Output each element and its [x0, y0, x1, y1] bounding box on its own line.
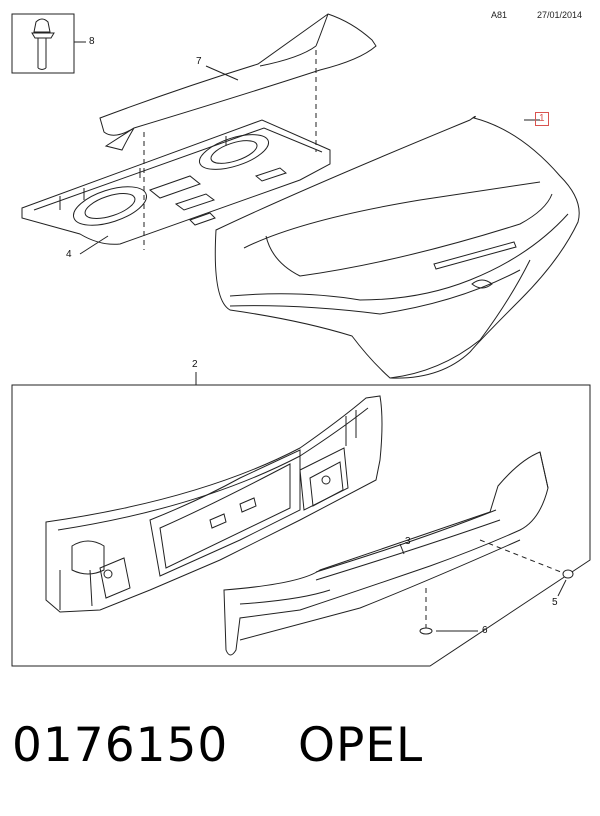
rivet-drawing [31, 18, 55, 70]
part-5-clip [562, 569, 574, 579]
part-6-plug [419, 627, 433, 635]
part-3-sill-trim [223, 451, 549, 656]
leader-5 [557, 579, 567, 597]
diagram-code: A81 [491, 10, 508, 20]
leader-4 [79, 235, 109, 255]
callout-3: 3 [405, 536, 411, 547]
callout-1: 1 [535, 112, 549, 126]
callout-2: 2 [192, 359, 198, 370]
brand-name: OPEL [298, 718, 424, 773]
leader-7 [205, 65, 239, 81]
part-4-parcel-panel [21, 119, 331, 245]
part-2-rear-panel [45, 395, 383, 613]
callout-5: 5 [552, 597, 558, 608]
diagram-date: 27/01/2014 [537, 10, 583, 20]
part-7-shelf-trim [99, 13, 377, 151]
part-1-trunk-lid [214, 115, 580, 379]
rivet-inset-box [11, 13, 75, 74]
callout-7: 7 [196, 56, 202, 67]
callout-4: 4 [66, 249, 72, 260]
part-number: 0176150 [12, 718, 229, 773]
part-2-group-frame [11, 384, 591, 667]
callout-8: 8 [89, 36, 95, 47]
leader-dashed-5 [479, 539, 567, 575]
callout-6: 6 [482, 625, 488, 636]
leader-3 [399, 543, 405, 555]
